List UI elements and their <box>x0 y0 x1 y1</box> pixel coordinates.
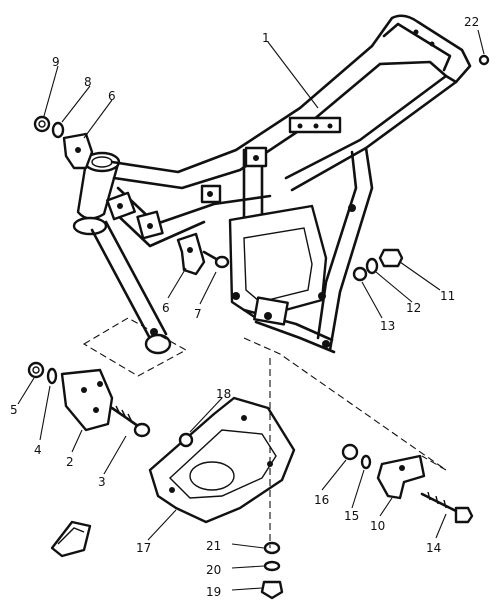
down-tube-front <box>90 228 156 348</box>
callout-7: 7 <box>194 307 202 321</box>
rear-loop <box>370 14 472 84</box>
bracket-6-lower <box>176 232 206 276</box>
cradle-right <box>110 208 206 248</box>
rear-upright-inner <box>316 150 358 340</box>
callout-1: 1 <box>262 31 270 45</box>
rear-loop-inner <box>382 22 452 72</box>
callout-15: 15 <box>344 509 359 523</box>
rear-stay-upper <box>290 80 458 192</box>
callout-20: 20 <box>206 563 221 577</box>
nut-5 <box>27 361 45 379</box>
callout-8: 8 <box>84 75 92 89</box>
washer-20 <box>263 560 281 572</box>
bolt-7 <box>202 250 230 269</box>
bolt-19 <box>260 580 284 600</box>
callout-17: 17 <box>136 541 151 555</box>
top-tube-lower <box>112 62 382 190</box>
down-tube-rear <box>104 220 168 336</box>
bolt-22 <box>478 54 490 66</box>
rear-stay-lower <box>284 74 448 180</box>
washer-12 <box>365 257 379 275</box>
leader-lines <box>17 29 485 591</box>
spare-bracket <box>50 520 92 558</box>
callout-21: 21 <box>206 539 221 553</box>
bolt-14 <box>420 491 474 524</box>
callout-18: 18 <box>216 387 231 401</box>
washer-4 <box>46 367 58 385</box>
callout-10: 10 <box>370 519 385 533</box>
frame-assembly <box>72 14 472 355</box>
top-tube-upper <box>110 44 374 174</box>
bracket-10 <box>376 454 426 500</box>
callout-5: 5 <box>10 403 18 417</box>
washer-8 <box>51 121 65 139</box>
callout-labels: 1 2 3 4 5 6 6 7 8 9 10 11 12 13 14 15 16… <box>10 15 479 599</box>
callout-22: 22 <box>464 15 479 29</box>
rear-upright <box>328 146 374 352</box>
bolt-11 <box>378 248 404 268</box>
callout-4: 4 <box>34 443 42 457</box>
bolt-3 <box>110 405 151 438</box>
callout-19: 19 <box>206 585 221 599</box>
cradle-left <box>116 186 272 226</box>
callout-6-lower: 6 <box>162 301 170 315</box>
bracket-6-upper <box>62 132 94 170</box>
callout-2: 2 <box>66 455 74 469</box>
callout-13: 13 <box>380 319 395 333</box>
down-tube-foot <box>144 333 172 355</box>
assembly-guides <box>82 317 447 548</box>
callout-14: 14 <box>426 541 441 555</box>
bolt-18 <box>178 432 194 448</box>
collar-21 <box>263 541 281 555</box>
nut-13 <box>352 266 368 282</box>
callout-9: 9 <box>52 55 60 69</box>
callout-16: 16 <box>314 493 329 507</box>
callout-12: 12 <box>406 301 421 315</box>
washer-15 <box>360 454 372 470</box>
callout-3: 3 <box>98 475 106 489</box>
callout-11: 11 <box>440 289 455 303</box>
skid-plate-17 <box>148 396 296 524</box>
bracket-2 <box>60 368 114 432</box>
nut-9 <box>33 115 51 133</box>
callout-6-upper: 6 <box>108 89 116 103</box>
nut-16 <box>341 443 359 461</box>
